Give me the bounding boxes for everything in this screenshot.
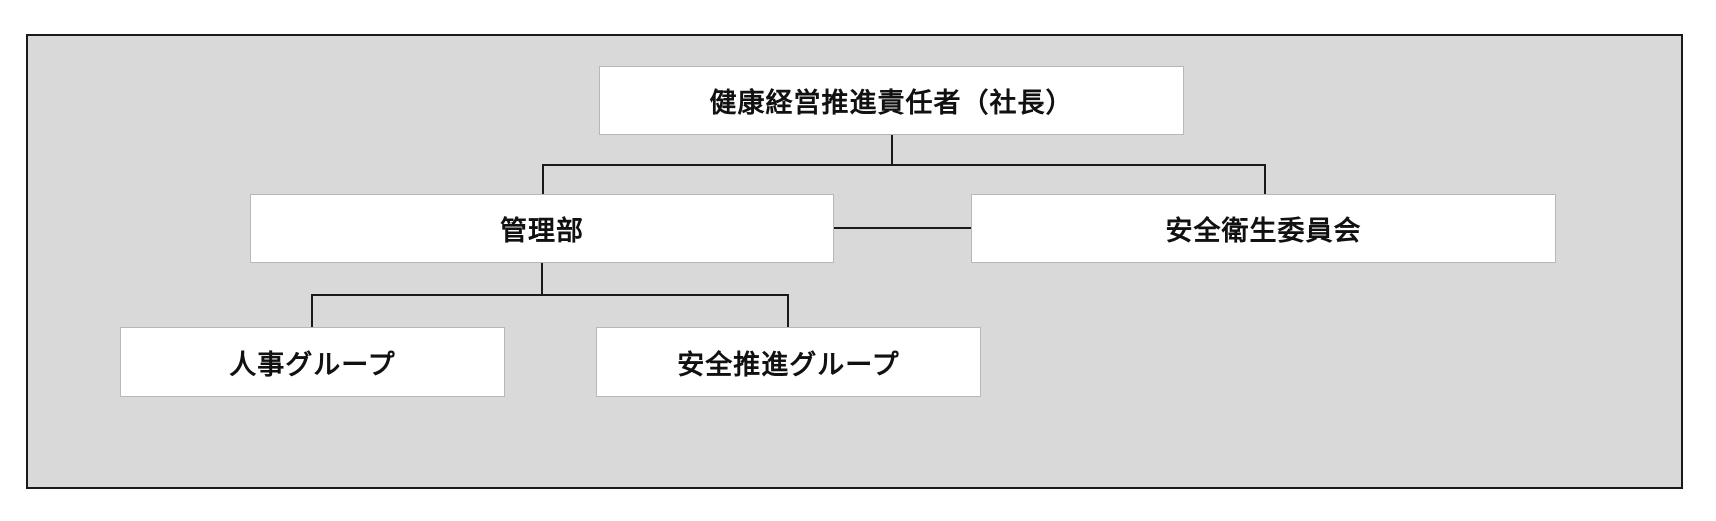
- connector-to-hr-group: [311, 294, 313, 328]
- node-label: 人事グループ: [229, 349, 396, 381]
- node-safety-health-committee: 安全衛生委員会: [971, 194, 1556, 263]
- connector-management-down: [541, 263, 543, 295]
- node-health-management-head: 健康経営推進責任者（社長）: [599, 66, 1184, 135]
- connector-top-down: [891, 135, 893, 165]
- node-label: 安全推進グループ: [677, 349, 900, 381]
- node-safety-promotion-group: 安全推進グループ: [596, 327, 981, 397]
- connector-to-safety-group: [787, 294, 789, 328]
- connector-management-committee: [834, 227, 972, 229]
- connector-to-committee: [1264, 164, 1266, 195]
- connector-top-branch: [542, 164, 1266, 166]
- connector-to-management: [542, 164, 544, 195]
- connector-groups-branch: [311, 294, 789, 296]
- node-label: 健康経営推進責任者（社長）: [709, 88, 1074, 119]
- node-label: 安全衛生委員会: [1165, 216, 1362, 247]
- node-hr-group: 人事グループ: [120, 327, 505, 397]
- node-management-department: 管理部: [250, 194, 834, 263]
- node-label: 管理部: [500, 216, 584, 247]
